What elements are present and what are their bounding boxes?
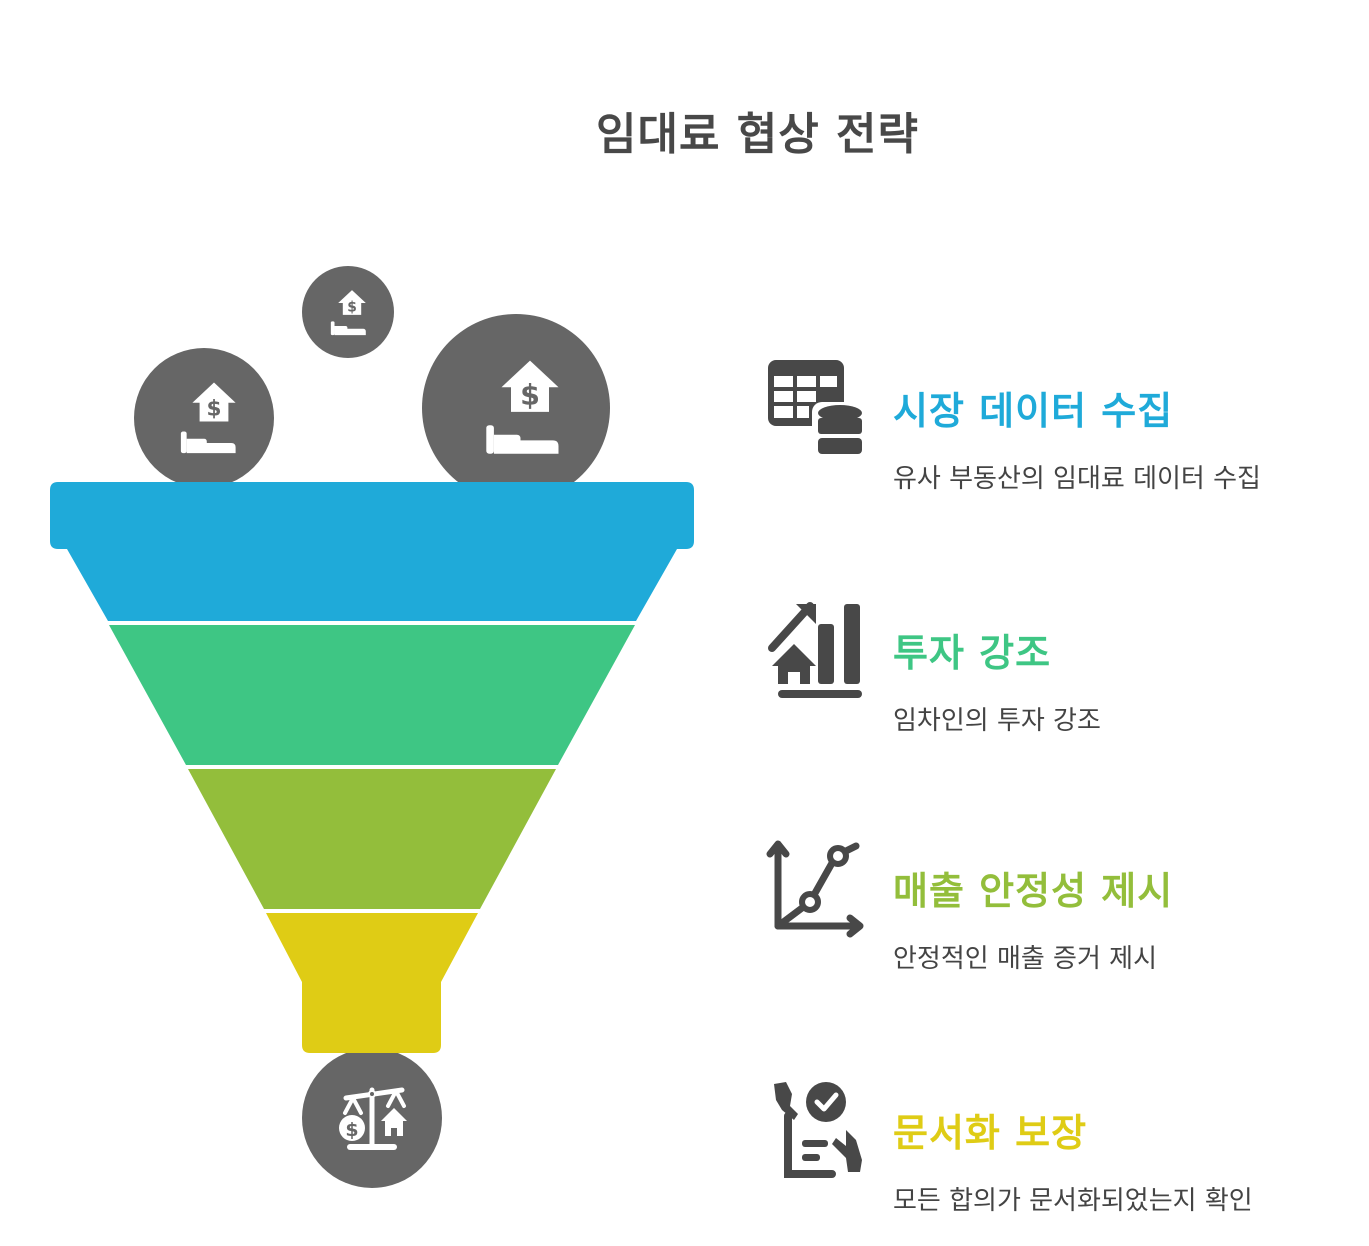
- step-description: 안정적인 매출 증거 제시: [893, 944, 1157, 974]
- output-circle: $: [302, 1048, 442, 1188]
- step-description: 임차인의 투자 강조: [893, 706, 1101, 736]
- funnel-layer-4: [266, 913, 478, 1053]
- input-circle-large: [422, 314, 610, 502]
- step-market-data: 시장 데이터 수집 유사 부동산의 임대료 데이터 수집: [766, 358, 1366, 498]
- svg-text:$: $: [345, 1119, 358, 1141]
- input-circle-left: [134, 348, 274, 488]
- step-investment: 투자 강조 임차인의 투자 강조: [766, 600, 1366, 740]
- scale-money-house-icon: $: [339, 1087, 407, 1150]
- hands-document-check-icon: [774, 1082, 862, 1178]
- step-description: 모든 합의가 문서화되었는지 확인: [893, 1186, 1253, 1216]
- table-database-icon: [768, 360, 866, 460]
- line-graph-icon: [766, 840, 864, 938]
- house-growth-chart-icon: [768, 602, 862, 698]
- funnel-layer-1: [50, 482, 694, 621]
- input-circle-small: [302, 266, 394, 358]
- step-revenue-stability: 매출 안정성 제시 안정적인 매출 증거 제시: [766, 838, 1366, 978]
- step-heading: 문서화 보장: [893, 1111, 1088, 1155]
- funnel-layer-2: [109, 625, 635, 765]
- step-documentation: 문서화 보장 모든 합의가 문서화되었는지 확인: [766, 1080, 1366, 1220]
- step-heading: 매출 안정성 제시: [893, 869, 1174, 913]
- step-heading: 시장 데이터 수집: [893, 389, 1174, 433]
- step-heading: 투자 강조: [893, 631, 1052, 675]
- step-description: 유사 부동산의 임대료 데이터 수집: [893, 464, 1261, 494]
- page-title: 임대료 협상 전략: [596, 109, 919, 160]
- funnel-layer-3: [188, 769, 556, 909]
